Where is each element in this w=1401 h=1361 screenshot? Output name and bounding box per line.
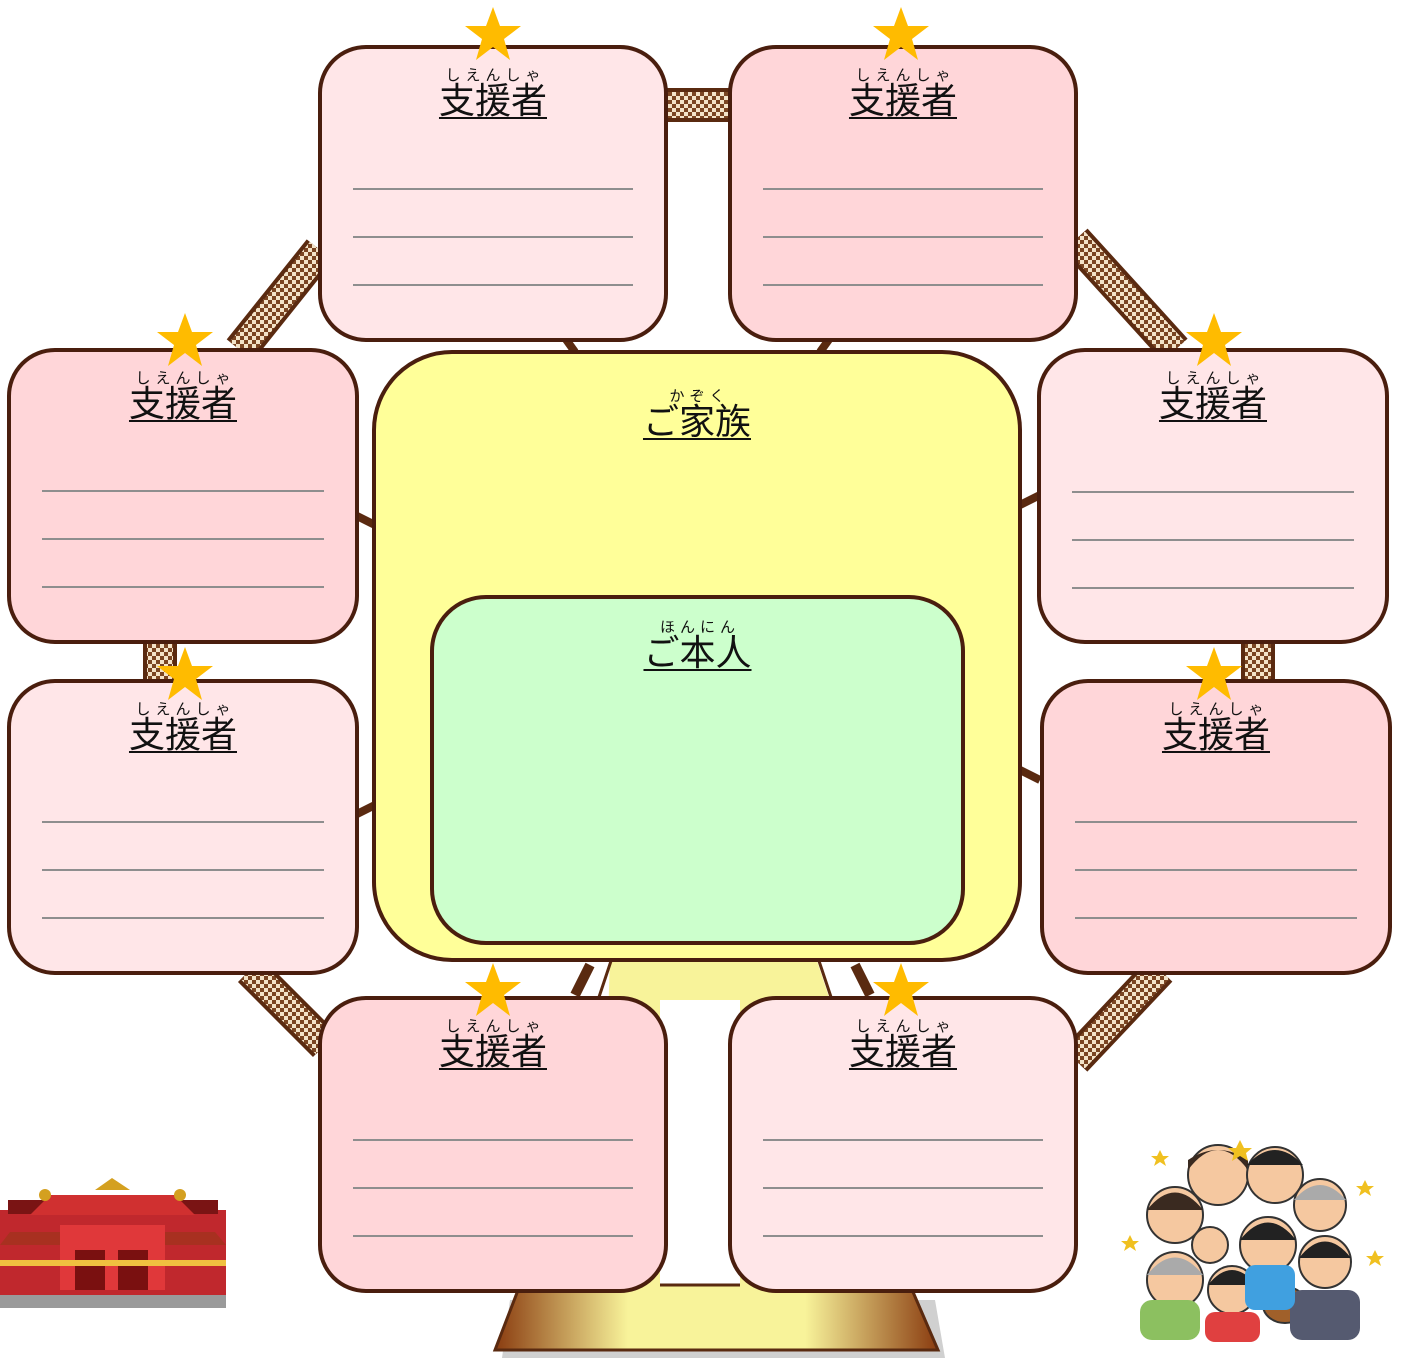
supporter-title: しえんしゃ 支援者 [732,1018,1074,1072]
write-line[interactable] [763,236,1043,238]
star-icon [1186,313,1242,366]
write-line[interactable] [1075,821,1357,823]
supporter-box-upper-right: しえんしゃ 支援者 [1037,348,1389,644]
supporter-title: しえんしゃ 支援者 [322,1018,664,1072]
write-line[interactable] [42,490,324,492]
write-line[interactable] [763,284,1043,286]
supporter-label: 支援者 [1158,384,1267,425]
write-line[interactable] [353,236,633,238]
supporter-reading: しえんしゃ [1168,700,1269,718]
write-line[interactable] [42,869,324,871]
star-icon [873,963,929,1016]
supporter-label: 支援者 [848,81,957,122]
star-icon [873,7,929,60]
rope-connectors [143,88,1275,1072]
supporter-label: 支援者 [128,384,237,425]
write-line[interactable] [763,1235,1043,1237]
write-line[interactable] [1072,491,1354,493]
write-line[interactable] [353,1187,633,1189]
self-title: ほんにん ご本人 [434,619,961,673]
self-label: ご本人 [643,633,752,674]
write-line[interactable] [763,188,1043,190]
supporter-reading: しえんしゃ [135,369,236,387]
supporter-reading: しえんしゃ [1165,369,1266,387]
supporter-box-lower-right: しえんしゃ 支援者 [1040,679,1392,975]
write-line[interactable] [353,188,633,190]
supporter-box-top-left: しえんしゃ 支援者 [318,45,668,342]
write-line[interactable] [763,1187,1043,1189]
supporter-reading: しえんしゃ [445,1017,546,1035]
supporter-label: 支援者 [1161,715,1270,756]
write-line[interactable] [42,917,324,919]
write-line[interactable] [42,586,324,588]
family-title: かぞく ご家族 [376,388,1018,442]
supporter-label: 支援者 [438,1032,547,1073]
supporter-reading: しえんしゃ [135,700,236,718]
supporter-title: しえんしゃ 支援者 [11,701,355,755]
star-icon [1186,647,1242,700]
star-icon [157,313,213,366]
supporter-title: しえんしゃ 支援者 [732,67,1074,121]
shuri-castle-illustration [0,1178,226,1308]
star-icon [157,647,213,700]
supporter-label: 支援者 [128,715,237,756]
write-line[interactable] [42,538,324,540]
write-line[interactable] [353,1139,633,1141]
supporter-box-bottom-left: しえんしゃ 支援者 [318,996,668,1293]
supporter-reading: しえんしゃ [855,66,956,84]
supporter-box-bottom-right: しえんしゃ 支援者 [728,996,1078,1293]
write-line[interactable] [1075,917,1357,919]
write-line[interactable] [1072,587,1354,589]
supporter-box-top-right: しえんしゃ 支援者 [728,45,1078,342]
supporter-title: しえんしゃ 支援者 [322,67,664,121]
write-line[interactable] [353,284,633,286]
supporter-label: 支援者 [848,1032,957,1073]
supporter-title: しえんしゃ 支援者 [11,370,355,424]
write-line[interactable] [353,1235,633,1237]
write-line[interactable] [1072,539,1354,541]
supporter-reading: しえんしゃ [445,66,546,84]
supporter-box-lower-left: しえんしゃ 支援者 [7,679,359,975]
supporter-title: しえんしゃ 支援者 [1041,370,1385,424]
self-reading: ほんにん [659,618,740,636]
cheering-crowd-illustration [1121,1140,1384,1342]
self-box: ほんにん ご本人 [430,595,965,945]
write-line[interactable] [763,1139,1043,1141]
supporter-label: 支援者 [438,81,547,122]
write-line[interactable] [42,821,324,823]
family-label: ご家族 [642,402,751,443]
supporter-title: しえんしゃ 支援者 [1044,701,1388,755]
star-icon [465,963,521,1016]
supporter-box-upper-left: しえんしゃ 支援者 [7,348,359,644]
write-line[interactable] [1075,869,1357,871]
family-reading: かぞく [669,387,730,405]
supporter-reading: しえんしゃ [855,1017,956,1035]
star-icon [465,7,521,60]
